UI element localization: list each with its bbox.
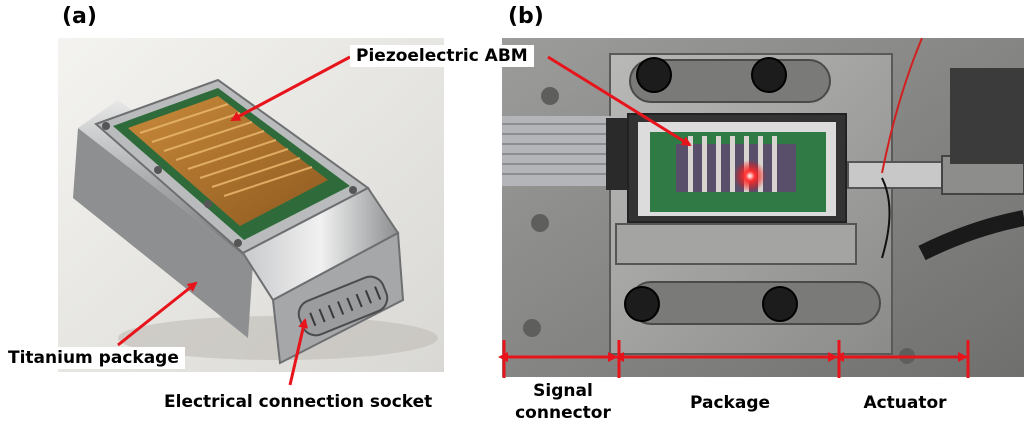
panel-b-letter: (b) [508,4,544,29]
titanium-package-label: Titanium package [2,347,185,369]
panel-a-letter: (a) [62,4,97,29]
electrical-socket-label: Electrical connection socket [158,391,439,413]
measurement-setup-photo [502,38,1024,377]
signal-connector-label: Signal connector [508,380,618,424]
panel-a-photo [58,38,444,372]
actuator-label: Actuator [863,393,947,413]
piezoelectric-abm-label: Piezoelectric ABM [350,45,534,67]
signal-connector-line2: connector [515,403,611,423]
signal-connector-line1: Signal [533,381,593,401]
titanium-package-photo [58,38,444,372]
package-label: Package [689,393,771,413]
panel-b-photo [502,38,1024,377]
